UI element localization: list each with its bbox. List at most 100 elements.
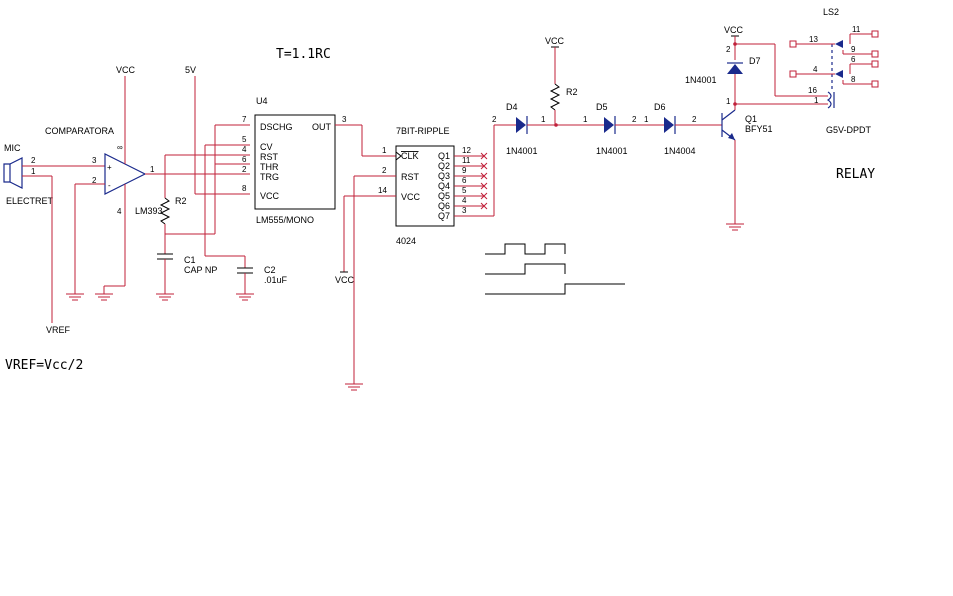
svg-text:2: 2	[92, 176, 97, 185]
svg-text:1: 1	[541, 115, 546, 124]
relay-title: RELAY	[836, 167, 875, 182]
svg-text:12: 12	[462, 146, 471, 155]
bfy51-label: BFY51	[745, 124, 773, 134]
d6-label: D6	[654, 102, 666, 112]
relay-coil	[826, 91, 835, 109]
svg-text:9: 9	[851, 45, 856, 54]
svg-text:4: 4	[242, 145, 247, 154]
svg-text:2: 2	[726, 45, 731, 54]
u4-label: U4	[256, 96, 268, 106]
svg-text:2: 2	[492, 115, 497, 124]
svg-text:3: 3	[92, 156, 97, 165]
relay-contacts-upper	[789, 30, 879, 58]
svg-text:16: 16	[808, 86, 817, 95]
svg-text:11: 11	[852, 25, 861, 34]
electret-label: ELECTRET	[6, 196, 54, 206]
svg-text:1: 1	[583, 115, 588, 124]
d5-label: D5	[596, 102, 608, 112]
svg-text:9: 9	[462, 166, 467, 175]
vref-label: VREF	[46, 325, 71, 335]
svg-text:4: 4	[462, 196, 467, 205]
svg-text:CLK: CLK	[401, 151, 419, 161]
diode-d4	[516, 116, 528, 134]
svg-text:8: 8	[851, 75, 856, 84]
svg-text:6: 6	[242, 155, 247, 164]
svg-text:Q1: Q1	[438, 151, 450, 161]
d7-label: D7	[749, 56, 761, 66]
vcc-label: VCC	[724, 25, 744, 35]
svg-text:8: 8	[242, 184, 247, 193]
d4-label: D4	[506, 102, 518, 112]
svg-text:THR: THR	[260, 162, 279, 172]
vref-equation: VREF=Vcc/2	[5, 358, 83, 373]
vcc-label: VCC	[335, 275, 355, 285]
svg-text:1: 1	[644, 115, 649, 124]
svg-text:Q3: Q3	[438, 171, 450, 181]
svg-text:-: -	[108, 181, 111, 190]
vcc-label: VCC	[545, 36, 565, 46]
svg-text:1: 1	[31, 167, 36, 176]
relay-contacts-lower	[789, 60, 879, 88]
c1-type-label: CAP NP	[184, 265, 217, 275]
5v-label: 5V	[185, 65, 196, 75]
svg-text:∞: ∞	[117, 143, 123, 152]
ground-symbol	[236, 293, 254, 301]
ls2-label: LS2	[823, 7, 839, 17]
svg-text:11: 11	[462, 156, 471, 165]
svg-text:6: 6	[851, 55, 856, 64]
svg-text:2: 2	[692, 115, 697, 124]
svg-text:1N4001: 1N4001	[596, 146, 628, 156]
g5v-dpdt-label: G5V-DPDT	[826, 125, 872, 135]
svg-text:1N4001: 1N4001	[506, 146, 538, 156]
timing-waveforms	[485, 243, 625, 295]
svg-text:5: 5	[242, 135, 247, 144]
comparator-label: COMPARATORA	[45, 126, 114, 136]
svg-text:4: 4	[117, 207, 122, 216]
c1-label: C1	[184, 255, 196, 265]
diode-d6	[664, 116, 676, 134]
mic-label: MIC	[4, 143, 21, 153]
svg-text:1N4001: 1N4001	[685, 75, 717, 85]
svg-text:2: 2	[31, 156, 36, 165]
svg-text:TRG: TRG	[260, 172, 279, 182]
svg-text:1: 1	[382, 146, 387, 155]
svg-text:6: 6	[462, 176, 467, 185]
svg-text:Q6: Q6	[438, 201, 450, 211]
r2-label: R2	[566, 87, 578, 97]
svg-text:Q5: Q5	[438, 191, 450, 201]
svg-text:1: 1	[814, 96, 819, 105]
svg-text:2: 2	[382, 166, 387, 175]
ic-4024-label: 4024	[396, 236, 416, 246]
formula-text: T=1.1RC	[276, 47, 331, 62]
ground-symbol	[156, 293, 174, 301]
q1-label: Q1	[745, 114, 757, 124]
transistor-q1	[721, 109, 736, 141]
svg-text:CV: CV	[260, 142, 273, 152]
svg-text:3: 3	[342, 115, 347, 124]
svg-text:DSCHG: DSCHG	[260, 122, 293, 132]
svg-text:RST: RST	[260, 152, 279, 162]
svg-text:Q7: Q7	[438, 211, 450, 221]
svg-text:1: 1	[150, 165, 155, 174]
svg-text:1N4004: 1N4004	[664, 146, 696, 156]
ground-symbol	[66, 293, 84, 301]
diode-d5	[604, 116, 616, 134]
c2-label: C2	[264, 265, 276, 275]
svg-text:4: 4	[813, 65, 818, 74]
lm393-label: LM393	[135, 206, 163, 216]
ground-symbol	[95, 293, 113, 301]
svg-text:VCC: VCC	[401, 192, 421, 202]
ground-symbol	[726, 223, 744, 231]
microphone-symbol	[3, 157, 23, 189]
svg-text:3: 3	[462, 206, 467, 215]
svg-text:5: 5	[462, 186, 467, 195]
no-connect-marks	[480, 152, 488, 210]
lm555-label: LM555/MONO	[256, 215, 314, 225]
svg-text:+: +	[107, 163, 112, 172]
svg-text:Q2: Q2	[438, 161, 450, 171]
ground-symbol	[345, 383, 363, 391]
svg-text:1: 1	[726, 97, 731, 106]
ripple-label: 7BIT-RIPPLE	[396, 126, 450, 136]
svg-text:2: 2	[632, 115, 637, 124]
